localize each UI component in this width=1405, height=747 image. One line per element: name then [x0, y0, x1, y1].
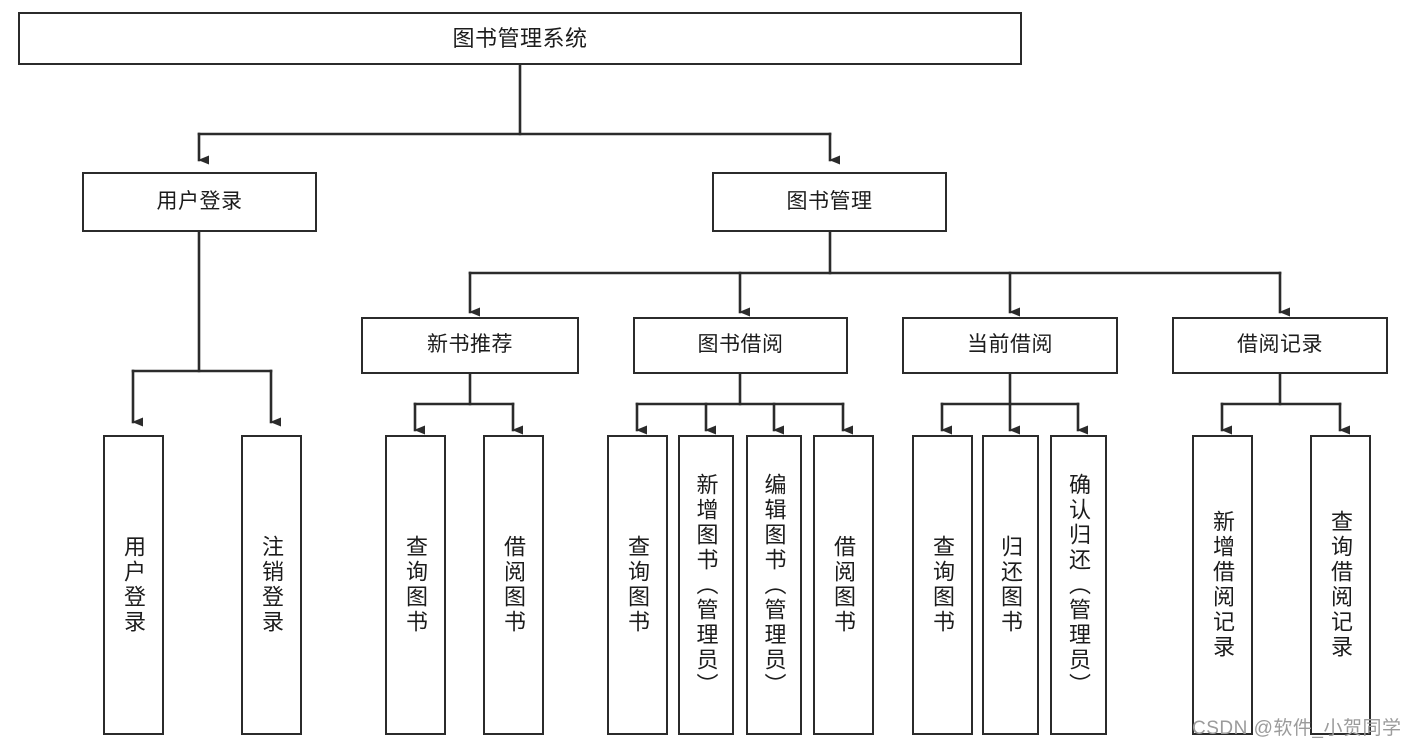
node-book-manage[interactable]: 图书管理	[712, 172, 947, 232]
node-label: 确认归还（管理员）	[1066, 472, 1092, 698]
csdn-watermark: CSDN @软件_小贺同学	[1192, 718, 1402, 739]
node-leaf-edit-book[interactable]: 编辑图书（管理员）	[746, 435, 802, 735]
node-leaf-query-record[interactable]: 查询借阅记录	[1310, 435, 1371, 735]
node-leaf-logout[interactable]: 注销登录	[241, 435, 302, 735]
node-leaf-add-book[interactable]: 新增图书（管理员）	[678, 435, 734, 735]
node-label: 查询图书	[403, 535, 429, 635]
node-leaf-query-book-2[interactable]: 查询图书	[607, 435, 668, 735]
node-leaf-add-record[interactable]: 新增借阅记录	[1192, 435, 1253, 735]
node-label: 借阅图书	[501, 535, 527, 635]
node-label: 借阅图书	[831, 535, 857, 635]
node-label: 用户登录	[156, 189, 243, 213]
node-leaf-user-login[interactable]: 用户登录	[103, 435, 164, 735]
node-label: 当前借阅	[967, 333, 1053, 357]
node-leaf-query-book-3[interactable]: 查询图书	[912, 435, 973, 735]
node-label: 查询图书	[625, 535, 651, 635]
node-current-borrow[interactable]: 当前借阅	[902, 317, 1118, 374]
node-leaf-confirm-return[interactable]: 确认归还（管理员）	[1050, 435, 1107, 735]
node-new-book-recommend[interactable]: 新书推荐	[361, 317, 579, 374]
node-root-system[interactable]: 图书管理系统	[18, 12, 1022, 65]
node-label: 编辑图书（管理员）	[761, 472, 787, 698]
node-label: 图书管理	[786, 189, 873, 213]
node-label: 新增借阅记录	[1210, 510, 1236, 660]
node-label: 用户登录	[121, 535, 147, 635]
node-leaf-query-book-1[interactable]: 查询图书	[385, 435, 446, 735]
node-label: 新增图书（管理员）	[693, 472, 719, 698]
node-borrow-record[interactable]: 借阅记录	[1172, 317, 1388, 374]
node-label: 归还图书	[998, 535, 1024, 635]
node-label: 注销登录	[259, 535, 285, 635]
node-book-borrow[interactable]: 图书借阅	[633, 317, 848, 374]
node-label: 借阅记录	[1237, 333, 1323, 357]
node-label: 图书管理系统	[452, 25, 588, 51]
node-label: 查询借阅记录	[1328, 510, 1354, 660]
node-label: 新书推荐	[427, 333, 513, 357]
node-label: 图书借阅	[697, 333, 784, 357]
node-leaf-return-book[interactable]: 归还图书	[982, 435, 1039, 735]
node-label: 查询图书	[930, 535, 956, 635]
node-user-login[interactable]: 用户登录	[82, 172, 317, 232]
node-leaf-borrow-book-1[interactable]: 借阅图书	[483, 435, 544, 735]
node-leaf-borrow-book-2[interactable]: 借阅图书	[813, 435, 874, 735]
